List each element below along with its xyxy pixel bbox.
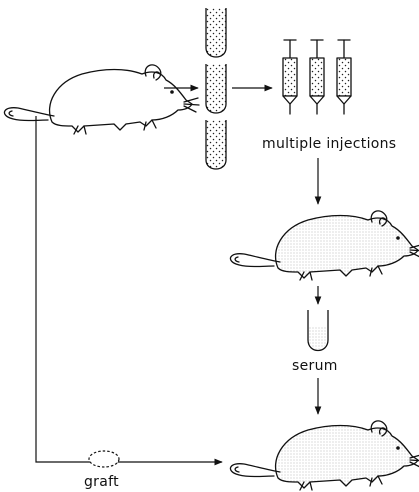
graft-path-line	[36, 116, 222, 462]
cell-tube-1	[206, 8, 226, 57]
graft-symbol	[89, 451, 119, 467]
cell-tube-2	[206, 64, 226, 113]
syringe-3	[337, 40, 351, 114]
syringe-1	[283, 40, 297, 114]
recipient-mouse	[230, 421, 419, 490]
immunized-mouse	[230, 211, 419, 280]
cell-tube-3	[206, 120, 226, 169]
serum-tube	[308, 310, 328, 351]
donor-mouse	[4, 65, 199, 134]
graft-label: graft	[84, 474, 119, 490]
multiple-injections-label: multiple injections	[262, 136, 396, 152]
syringe-2	[310, 40, 324, 114]
serum-label: serum	[292, 358, 338, 374]
